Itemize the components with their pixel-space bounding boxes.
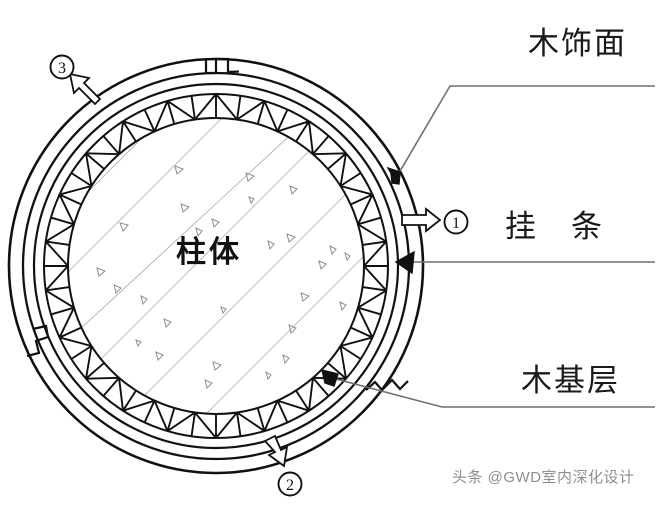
leader-lines [321, 85, 655, 408]
marker-2-group: 2 [263, 434, 303, 497]
veneer-joint-notches [26, 57, 409, 392]
label-wood-base: 木基层 [521, 363, 620, 398]
marker-1-number: 1 [452, 215, 460, 232]
hanging-strip-ring [32, 82, 400, 450]
arrow-right-icon [401, 207, 442, 233]
leader-arrowhead-icon [321, 369, 339, 387]
marker-3-group: 3 [49, 54, 102, 106]
wood-base-band [43, 93, 389, 439]
marker-2-number: 2 [286, 477, 294, 494]
marker-1-circle [443, 209, 469, 235]
leader-arrowhead-icon [394, 250, 415, 275]
zigzag-batten-path [44, 93, 388, 439]
marker-3-number: 3 [58, 60, 66, 77]
arrow-up-left-icon [68, 72, 102, 106]
watermark-text: 头条 @GWD室内深化设计 [452, 469, 635, 486]
label-column-body: 柱体 [176, 236, 242, 269]
leader-arrowhead-icon [386, 166, 401, 185]
aggregate-triangles [96, 165, 351, 389]
marker-2-circle [277, 471, 303, 497]
marker-1-group: 1 [401, 207, 469, 235]
label-wood-veneer: 木饰面 [528, 26, 627, 61]
arrow-down-icon [263, 434, 289, 468]
zigzag-hatch [44, 93, 388, 439]
marker-3-circle [49, 54, 75, 80]
label-hanging-strip: 挂 条 [505, 209, 604, 244]
